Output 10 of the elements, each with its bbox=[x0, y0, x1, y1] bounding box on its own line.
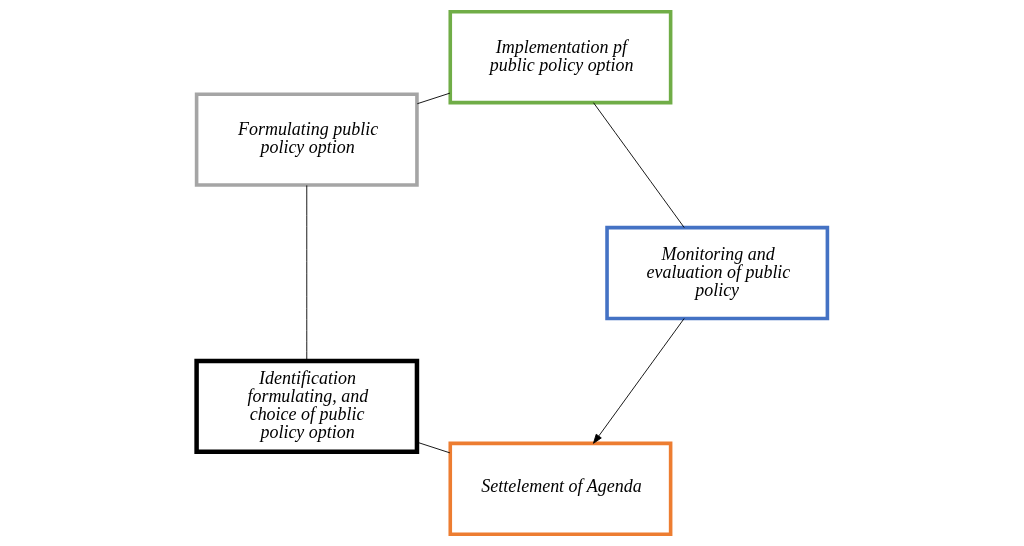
node-box: Identification formulating, and choice of public policy option bbox=[194, 358, 420, 455]
connector bbox=[593, 102, 685, 228]
connector bbox=[306, 185, 308, 362]
connector bbox=[416, 92, 451, 105]
arrow bbox=[593, 318, 685, 444]
node-box: Settelement of Agenda bbox=[448, 441, 673, 536]
node-box: Implementation pf public policy option bbox=[448, 10, 673, 105]
connector bbox=[416, 441, 451, 454]
node-box: Formulating public policy option bbox=[194, 92, 419, 187]
node-box: Monitoring and evaluation of public policy bbox=[605, 225, 830, 321]
